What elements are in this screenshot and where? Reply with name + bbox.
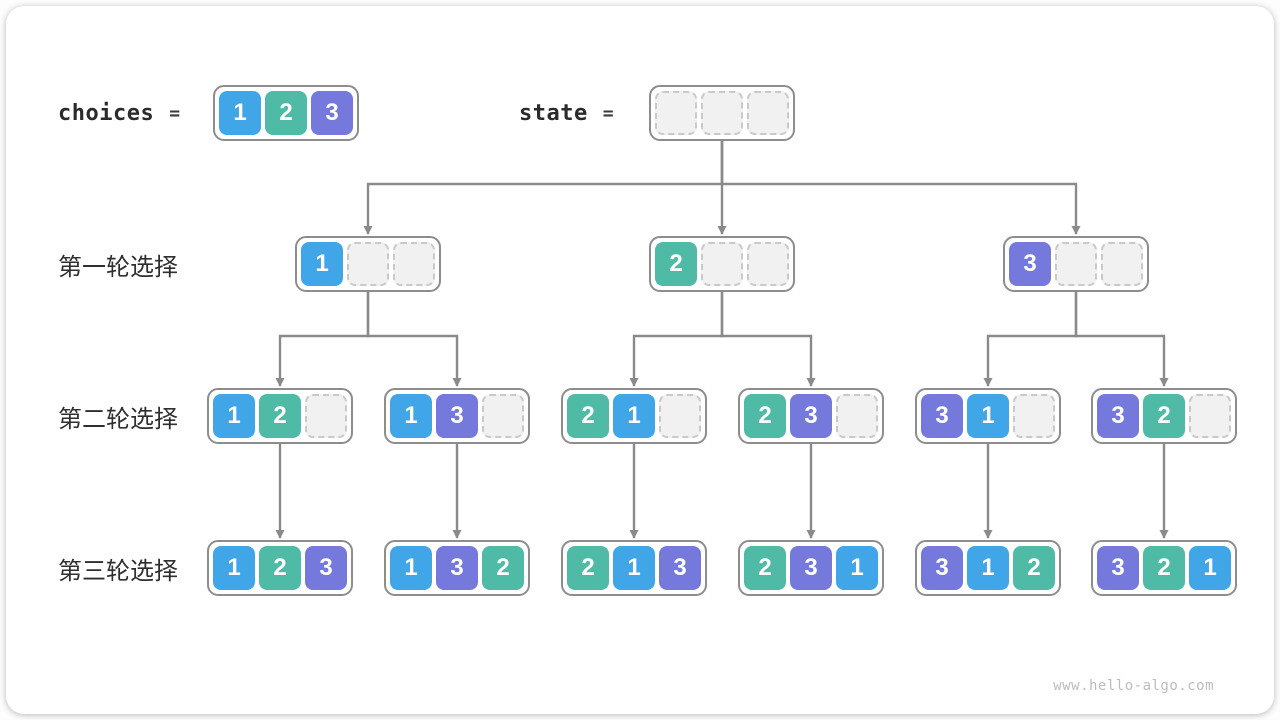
array-node: 2 [649,236,795,292]
value-cell: 1 [219,91,261,135]
value-cell: 3 [921,546,963,590]
round-2-label: 第二轮选择 [58,405,178,433]
value-cell: 3 [659,546,701,590]
empty-cell [305,394,347,438]
empty-cell [482,394,524,438]
value-cell: 2 [744,546,786,590]
empty-cell [747,242,789,286]
value-cell: 1 [967,546,1009,590]
value-cell: 3 [1097,546,1139,590]
array-node [649,85,795,141]
empty-cell [1189,394,1231,438]
value-cell: 3 [1009,242,1051,286]
value-cell: 3 [436,546,478,590]
array-node: 1 [295,236,441,292]
choices-equals-sign: = [169,102,181,124]
value-cell: 1 [213,394,255,438]
value-cell: 2 [265,91,307,135]
value-cell: 1 [301,242,343,286]
value-cell: 3 [790,546,832,590]
value-cell: 2 [259,394,301,438]
value-cell: 2 [744,394,786,438]
empty-cell [659,394,701,438]
array-node: 3 [1003,236,1149,292]
state-label: state [519,100,588,126]
empty-cell [747,91,789,135]
value-cell: 1 [390,546,432,590]
value-cell: 3 [1097,394,1139,438]
empty-cell [1013,394,1055,438]
choices-header: choices = [58,85,180,141]
value-cell: 1 [967,394,1009,438]
empty-cell [701,242,743,286]
value-cell: 1 [213,546,255,590]
empty-cell [655,91,697,135]
value-cell: 1 [613,394,655,438]
value-cell: 2 [1143,546,1185,590]
empty-cell [393,242,435,286]
value-cell: 3 [436,394,478,438]
value-cell: 3 [305,546,347,590]
value-cell: 2 [655,242,697,286]
value-cell: 2 [567,546,609,590]
empty-cell [1055,242,1097,286]
value-cell: 3 [311,91,353,135]
value-cell: 1 [1189,546,1231,590]
value-cell: 2 [482,546,524,590]
empty-cell [836,394,878,438]
value-cell: 2 [567,394,609,438]
value-cell: 1 [613,546,655,590]
value-cell: 2 [1013,546,1055,590]
round-3-label: 第三轮选择 [58,557,178,585]
empty-cell [1101,242,1143,286]
value-cell: 2 [1143,394,1185,438]
choices-label: choices [58,100,155,126]
watermark: www.hello-algo.com [1053,678,1214,694]
state-equals-sign: = [602,102,614,124]
empty-cell [347,242,389,286]
value-cell: 2 [259,546,301,590]
value-cell: 1 [836,546,878,590]
value-cell: 3 [790,394,832,438]
value-cell: 3 [921,394,963,438]
state-header: state = [519,85,614,141]
value-cell: 1 [390,394,432,438]
round-1-label: 第一轮选择 [58,253,178,281]
empty-cell [701,91,743,135]
